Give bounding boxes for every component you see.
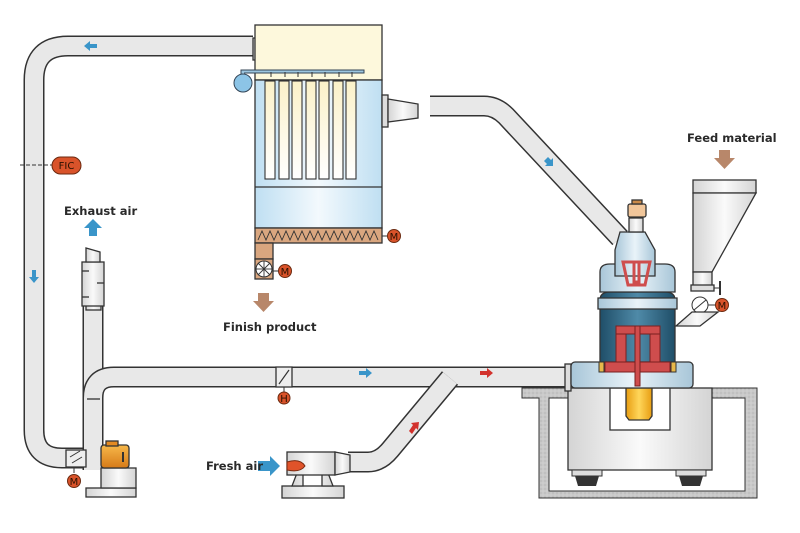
motor-tag: M [390,232,399,243]
exhaust-air-label: Exhaust air [64,204,137,218]
finish-product-label: Finish product [223,320,317,334]
rotary-valve [254,242,279,280]
burner-flame-icon [286,460,306,472]
exhaust-stack [81,247,105,311]
motor-tag: M [281,267,290,278]
filter-bags [264,80,357,180]
hot-gas-generator [281,451,351,499]
motor-tag: M [70,477,79,488]
bag-filter [233,24,419,229]
mill-inlet-flange [564,363,572,392]
fan-motor [100,444,130,469]
roller-mill [597,199,678,387]
finish-product-arrow-icon [253,293,274,312]
fan-damper-motor: M [67,474,81,488]
hot-gas-arrow-right-icon [480,368,493,378]
hot-gas-arrow-diagonal-icon [409,422,419,434]
exhaust-arrow-up-icon [84,219,102,236]
motor-tag: M [718,301,727,312]
fic-tag: FIC [59,161,75,172]
mill-foundation [521,387,758,499]
duct-network [23,35,628,473]
rotary-valve-motor: M [278,264,292,278]
classifier-motor [627,203,647,218]
flow-arrow-diagonal-icon [544,157,553,166]
hand-valve-indicator: H [277,391,291,405]
flow-arrow-left-icon [84,41,97,51]
feed-valve-motor: M [715,298,729,312]
conveyor-motor: M [387,229,401,243]
mill-gearbox [625,387,653,421]
feed-material-label: Feed material [687,131,777,145]
hand-valve-tag: H [280,394,288,405]
fresh-air-arrow-icon [258,456,280,476]
damper [275,366,293,393]
pulse-tank [233,73,253,93]
mill-fan [65,440,137,498]
feed-material-arrow-icon [714,150,735,169]
fresh-air-label: Fresh air [206,459,263,473]
feed-hopper [674,179,758,327]
screw-conveyor [254,227,388,244]
flow-arrow-right-icon [359,368,372,378]
flow-arrow-down-icon [29,270,39,283]
flow-controller: FIC [51,156,82,175]
